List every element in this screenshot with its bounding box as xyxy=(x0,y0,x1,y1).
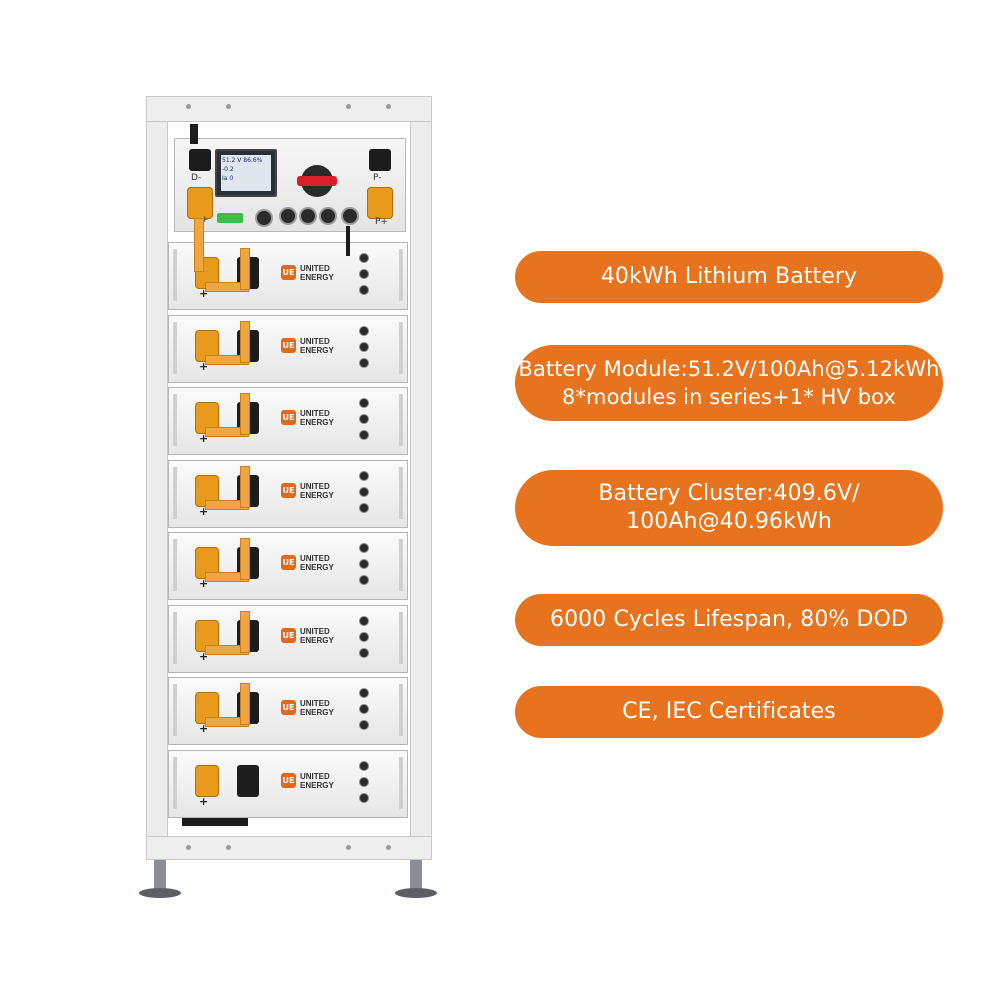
module-link-cable-vertical xyxy=(240,610,250,653)
feature-pill-lifespan: 6000 Cycles Lifespan, 80% DOD xyxy=(515,594,943,646)
module-link-cable-vertical xyxy=(240,683,250,725)
comm-ports xyxy=(359,543,369,589)
module-link-cable-vertical xyxy=(240,320,250,363)
comm-port-3 xyxy=(319,207,337,225)
comm-port-2 xyxy=(299,207,317,225)
comm-ports xyxy=(359,688,369,734)
hv-box: D- + 51.2 V 86.6% -0.2 Ia 0 P- P+ xyxy=(174,138,406,232)
right-foot-base xyxy=(395,888,437,898)
dplus-connector xyxy=(187,187,213,219)
pminus-label: P- xyxy=(373,173,382,183)
comm-ports xyxy=(359,615,369,662)
left-foot-base xyxy=(139,888,181,898)
hv-plus-label: + xyxy=(201,215,209,225)
ue-logo-icon: UE xyxy=(281,265,296,280)
battery-module: + UE UNITED ENERGY xyxy=(168,242,408,310)
brand-name: UNITED ENERGY xyxy=(300,626,334,645)
rack-right-post xyxy=(410,96,432,860)
left-foot xyxy=(154,860,166,890)
feature-pill-module: Battery Module:51.2V/100Ah@5.12kWh 8*mod… xyxy=(515,345,943,421)
positive-label: + xyxy=(199,794,209,808)
ue-logo-icon: UE xyxy=(281,337,296,353)
comm-ports xyxy=(359,253,369,299)
brand-name: UNITED ENERGY xyxy=(300,699,334,717)
brand-name: UNITED ENERGY xyxy=(300,771,334,790)
breaker-switch xyxy=(297,165,337,197)
lcd-line-1: 51.2 V 86.6% xyxy=(222,157,263,164)
dminus-label: D- xyxy=(191,173,202,183)
battery-module: + UE UNITED ENERGY xyxy=(168,677,408,745)
ue-logo-icon: UE xyxy=(281,555,296,570)
brand-name: UNITED ENERGY xyxy=(300,481,334,500)
pplus-connector xyxy=(367,187,393,219)
comm-port-4 xyxy=(341,207,359,225)
positive-connector xyxy=(195,764,219,797)
brand-name: UNITED ENERGY xyxy=(300,409,334,427)
brand-name: UNITED ENERGY xyxy=(300,336,334,355)
rack-left-post xyxy=(146,96,168,860)
feature-pill-capacity: 40kWh Lithium Battery xyxy=(515,251,943,303)
ue-logo-icon: UE xyxy=(281,627,296,643)
top-black-cable xyxy=(190,124,198,144)
rack-top-bar xyxy=(146,96,432,122)
feature-pill-certificates: CE, IEC Certificates xyxy=(515,686,943,738)
negative-connector xyxy=(237,764,259,797)
positive-label: + xyxy=(199,577,209,590)
positive-label: + xyxy=(199,649,209,663)
module-link-cable-vertical xyxy=(240,248,250,290)
module-link-cable-vertical xyxy=(240,538,250,580)
ue-logo-icon: UE xyxy=(281,772,296,788)
module-link-cable-vertical xyxy=(240,465,250,508)
right-foot xyxy=(410,860,422,890)
lcd-display: 51.2 V 86.6% -0.2 Ia 0 xyxy=(215,149,277,197)
lcd-line-2: -0.2 xyxy=(222,166,234,173)
positive-label: + xyxy=(199,287,209,300)
ue-logo-icon: UE xyxy=(281,700,296,715)
comm-port-5 xyxy=(255,209,273,227)
pplus-label: P+ xyxy=(375,217,388,227)
comm-ports xyxy=(359,325,369,372)
comm-ports xyxy=(359,398,369,444)
ue-logo-icon: UE xyxy=(281,482,296,498)
positive-label: + xyxy=(199,359,209,373)
battery-module: + UE UNITED ENERGY xyxy=(168,387,408,455)
comm-cable xyxy=(346,226,350,256)
comm-ports xyxy=(359,470,369,517)
comm-port-1 xyxy=(279,207,297,225)
lcd-line-3: Ia 0 xyxy=(222,175,234,182)
comm-ports xyxy=(359,760,369,807)
rack-bottom-bar xyxy=(146,836,432,860)
module-link-cable-vertical xyxy=(240,393,250,435)
positive-label: + xyxy=(199,504,209,518)
green-indicator xyxy=(217,213,243,223)
dc-socket-right xyxy=(369,149,391,171)
positive-label: + xyxy=(199,432,209,445)
feature-pill-cluster: Battery Cluster:409.6V/ 100Ah@40.96kWh xyxy=(515,470,943,546)
bottom-black-cable xyxy=(182,818,248,826)
dc-socket-left xyxy=(189,149,211,171)
ue-logo-icon: UE xyxy=(281,410,296,425)
positive-label: + xyxy=(199,722,209,735)
battery-module: + UE UNITED ENERGY xyxy=(168,532,408,600)
brand-name: UNITED ENERGY xyxy=(300,554,334,572)
orange-cable-top xyxy=(194,218,204,272)
brand-name: UNITED ENERGY xyxy=(300,264,334,282)
